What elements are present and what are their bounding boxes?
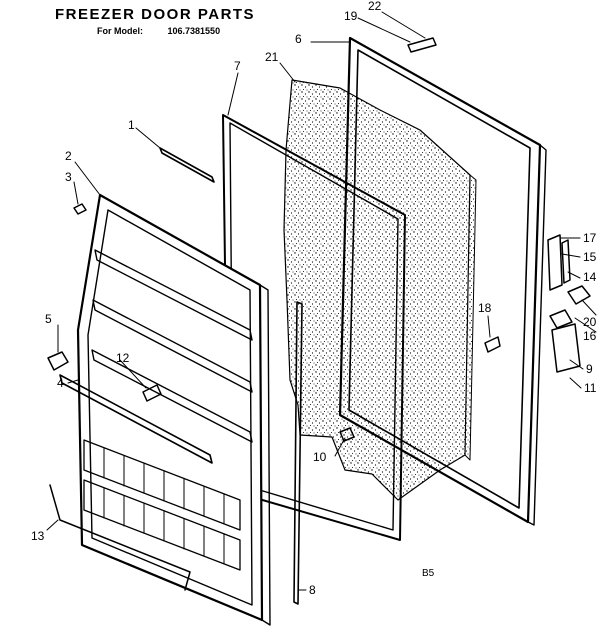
callout-7: 7 [234,59,241,73]
callout-5: 5 [45,312,52,326]
callout-1: 1 [128,118,135,132]
plate-14 [561,239,571,284]
retainer-5 [47,351,69,371]
callout-2: 2 [65,149,72,163]
callout-8: 8 [309,583,316,597]
model-line: For Model: 106.7381550 [97,26,242,36]
small-parts [47,37,591,442]
model-label: For Model: [97,26,143,36]
callout-21: 21 [265,50,279,64]
screw-3 [73,203,87,215]
breaker-strip [293,301,303,605]
hinge-pin-10 [339,427,355,442]
callout-11: 11 [584,381,597,395]
breaker-strip-top [159,147,215,183]
model-number: 106.7381550 [167,26,221,36]
callout-3: 3 [65,170,72,184]
handle-20 [567,285,591,305]
plate-17-15 [547,234,563,291]
callout-4: 4 [57,376,64,390]
insulation-pad [283,79,477,501]
callout-20: 20 [583,315,597,329]
callout-6: 6 [295,32,302,46]
callout-19: 19 [344,9,358,23]
callout-13: 13 [31,529,45,543]
clip-12 [142,384,162,402]
callout-12: 12 [116,351,130,365]
handle-16 [549,309,573,329]
handle-9-11 [551,323,581,373]
nameplate-22 [407,37,437,53]
callout-9: 9 [586,362,593,376]
door-liner [49,193,271,626]
callout-16: 16 [583,329,597,343]
callout-22: 22 [368,0,382,13]
leader-lines [46,11,597,591]
callout-10: 10 [313,450,327,464]
diagram-code: B5 [422,568,435,579]
callout-14: 14 [583,270,597,284]
callout-17: 17 [583,231,597,245]
diagram-title: FREEZER DOOR PARTS [55,6,256,23]
callout-18: 18 [478,301,492,315]
hinge-18 [484,336,501,353]
callout-15: 15 [583,250,597,264]
